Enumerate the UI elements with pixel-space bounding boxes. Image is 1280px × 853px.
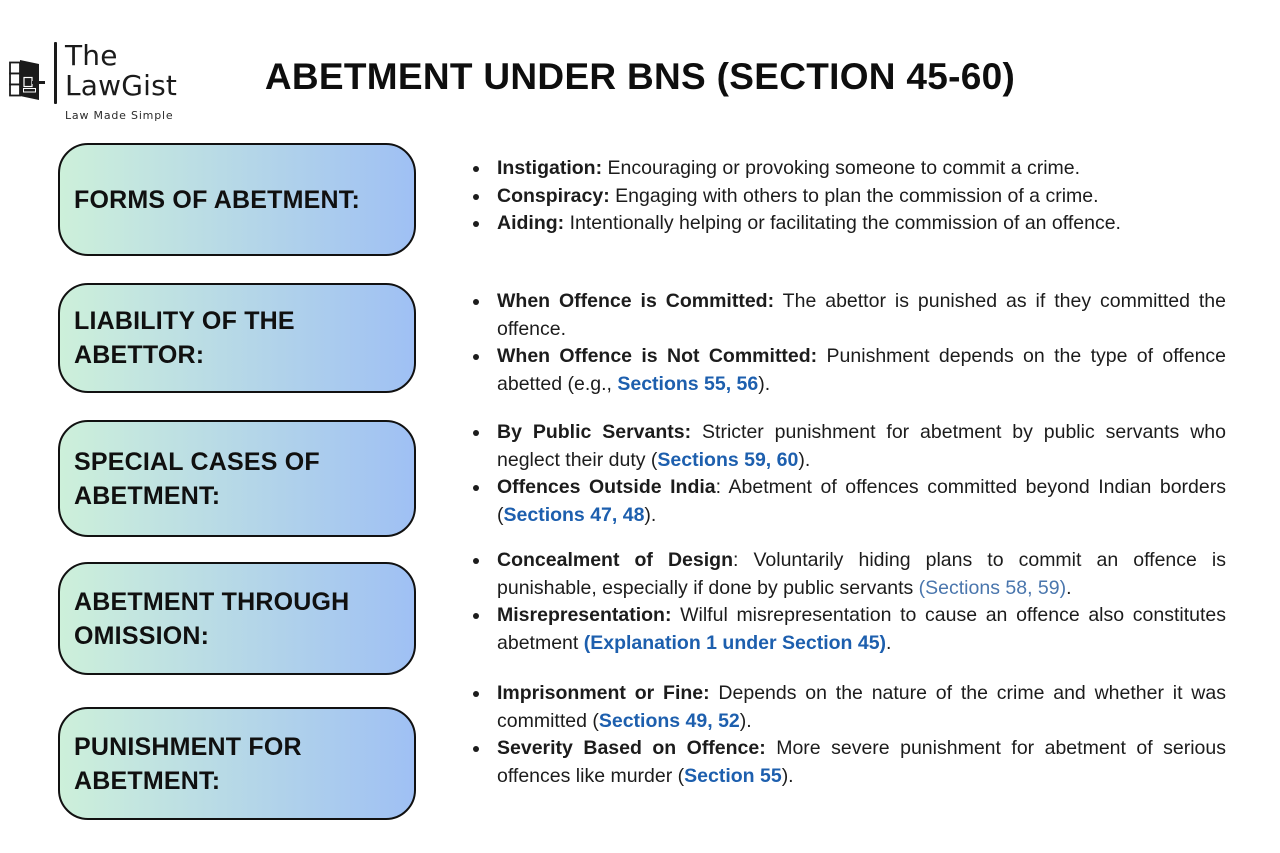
bullet-item: Misrepresentation: Wilful misrepresentat…: [468, 602, 1226, 657]
bullet-item: When Offence is Committed: The abettor i…: [468, 288, 1226, 343]
book-gavel-icon: [9, 60, 45, 100]
topic-heading: ABETMENT THROUGH OMISSION:: [74, 587, 350, 650]
topic-box: PUNISHMENT FOR ABETMENT:: [58, 707, 416, 820]
bullet-text: Instigation:: [497, 157, 603, 179]
section-reference: (Explanation 1 under Section 45): [583, 631, 887, 654]
bullet-item: Instigation: Encouraging or provoking so…: [468, 155, 1226, 183]
section-reference: Sections 55, 56: [617, 372, 759, 395]
bullet-list: Instigation: Encouraging or provoking so…: [468, 155, 1226, 238]
bullet-text: Intentionally helping or facilitating th…: [564, 212, 1121, 234]
bullet-text: ).: [644, 503, 657, 526]
section-reference: Sections 49, 52: [598, 709, 740, 732]
bullet-list: By Public Servants: Stricter punishment …: [468, 419, 1226, 529]
bullet-text: ).: [781, 764, 794, 787]
brand-name-line1: The: [65, 39, 118, 72]
bullet-text: : Abetment of offences committed beyond …: [497, 476, 1226, 526]
bullet-text: When Offence is Committed:: [497, 290, 775, 312]
bullet-text: .: [886, 631, 892, 654]
bullet-text: .: [1066, 576, 1072, 599]
bullet-list: Concealment of Design: Voluntarily hidin…: [468, 547, 1226, 657]
bullet-item: Severity Based on Offence: More severe p…: [468, 735, 1226, 790]
topic-heading: LIABILITY OF THE ABETTOR:: [74, 307, 295, 369]
bullet-text: Punishment depends on the type of offenc…: [497, 345, 1227, 395]
bullet-text: Aiding:: [497, 212, 565, 234]
bullet-text: ).: [758, 372, 771, 395]
bullet-text: ).: [739, 709, 752, 732]
topic-box: SPECIAL CASES OF ABETMENT:: [58, 420, 416, 537]
brand-tagline: Law Made Simple: [65, 109, 174, 122]
bullet-list: Imprisonment or Fine: Depends on the nat…: [468, 680, 1226, 790]
bullet-text: The abettor is punished as if they commi…: [497, 290, 1226, 340]
bullet-text: Imprisonment or Fine:: [497, 682, 710, 704]
topic-heading: PUNISHMENT FOR ABETMENT:: [74, 732, 302, 795]
bullet-text: Depends on the nature of the crime and w…: [497, 682, 1226, 732]
bullet-text: Conspiracy:: [497, 184, 610, 207]
topic-box: FORMS OF ABETMENT:: [58, 143, 416, 256]
section-reference: (Sections 58, 59): [918, 576, 1067, 599]
bullet-list: When Offence is Committed: The abettor i…: [468, 288, 1226, 398]
bullet-item: When Offence is Not Committed: Punishmen…: [468, 343, 1226, 398]
section-reference: Section 55: [684, 764, 782, 787]
bullet-text: Wilful misrepresentation to cause an off…: [497, 604, 1226, 654]
section-reference: Sections 47, 48: [503, 503, 645, 526]
bullet-text: Misrepresentation:: [497, 604, 672, 626]
topic-heading: SPECIAL CASES OF ABETMENT:: [74, 447, 320, 510]
bullet-text: More severe punishment for abetment of s…: [497, 737, 1226, 787]
bullet-item: Conspiracy: Engaging with others to plan…: [468, 183, 1226, 211]
bullet-text: By Public Servants:: [497, 421, 692, 443]
bullet-text: ).: [798, 448, 811, 471]
bullet-item: Aiding: Intentionally helping or facilit…: [468, 210, 1226, 238]
bullet-text: Stricter punishment for abetment by publ…: [497, 421, 1226, 471]
section-reference: Sections 59, 60: [657, 448, 799, 471]
brand-name-line2: LawGist: [65, 69, 178, 102]
bullet-item: Concealment of Design: Voluntarily hidin…: [468, 547, 1226, 602]
bullet-text: Encouraging or provoking someone to comm…: [602, 157, 1081, 179]
bullet-item: Imprisonment or Fine: Depends on the nat…: [468, 680, 1226, 735]
brand-logo: The LawGist Law Made Simple: [8, 40, 177, 122]
bullet-text: Offences Outside India: [497, 476, 716, 498]
brand-text: The LawGist Law Made Simple: [65, 39, 178, 123]
bullet-item: By Public Servants: Stricter punishment …: [468, 419, 1226, 474]
bullet-text: Concealment of Design: [497, 549, 733, 571]
topic-box: LIABILITY OF THE ABETTOR:: [58, 283, 416, 393]
topic-box: ABETMENT THROUGH OMISSION:: [58, 562, 416, 675]
page-title: ABETMENT UNDER BNS (SECTION 45-60): [264, 56, 1016, 97]
bullet-item: Offences Outside India: Abetment of offe…: [468, 474, 1226, 529]
logo-divider: [54, 42, 57, 104]
bullet-text: Engaging with others to plan the commiss…: [609, 184, 1099, 207]
topic-heading: FORMS OF ABETMENT:: [74, 185, 360, 214]
bullet-text: : Voluntarily hiding plans to commit an …: [497, 549, 1226, 599]
bullet-text: When Offence is Not Committed:: [497, 345, 818, 367]
bullet-text: Severity Based on Offence:: [497, 737, 766, 759]
